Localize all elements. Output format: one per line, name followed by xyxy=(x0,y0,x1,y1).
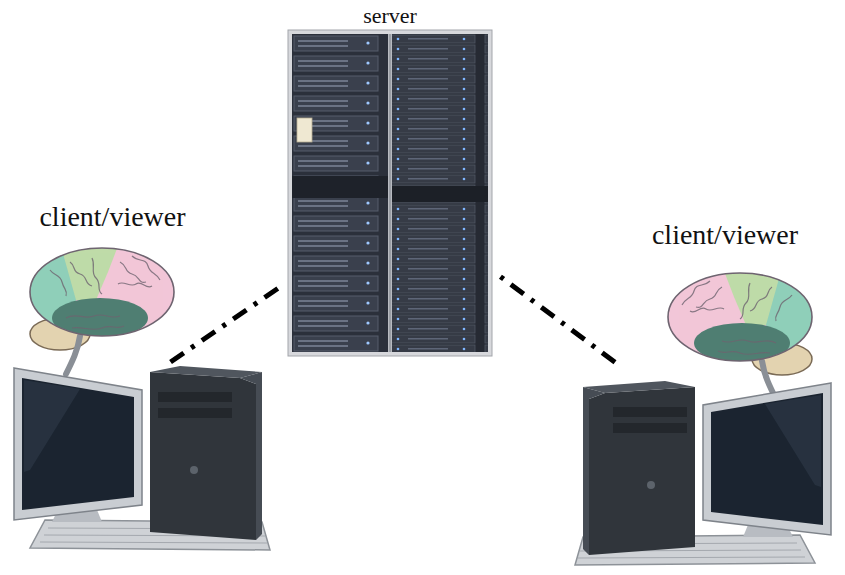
server-node: server xyxy=(288,0,492,357)
node-label: server xyxy=(288,4,492,28)
brain-right xyxy=(664,271,814,399)
connector-line xyxy=(171,286,282,362)
connector-line xyxy=(498,275,615,362)
client-node: client/viewer xyxy=(615,218,835,382)
node-label: client/viewer xyxy=(615,220,835,251)
dashed-connector xyxy=(171,286,282,362)
computer-left xyxy=(14,366,270,550)
dashed-connector xyxy=(498,275,615,362)
computer-right xyxy=(575,381,831,565)
client-node: client/viewer xyxy=(5,200,220,362)
brain-left xyxy=(28,246,178,374)
server-rack xyxy=(288,30,492,356)
node-label: client/viewer xyxy=(5,202,220,233)
